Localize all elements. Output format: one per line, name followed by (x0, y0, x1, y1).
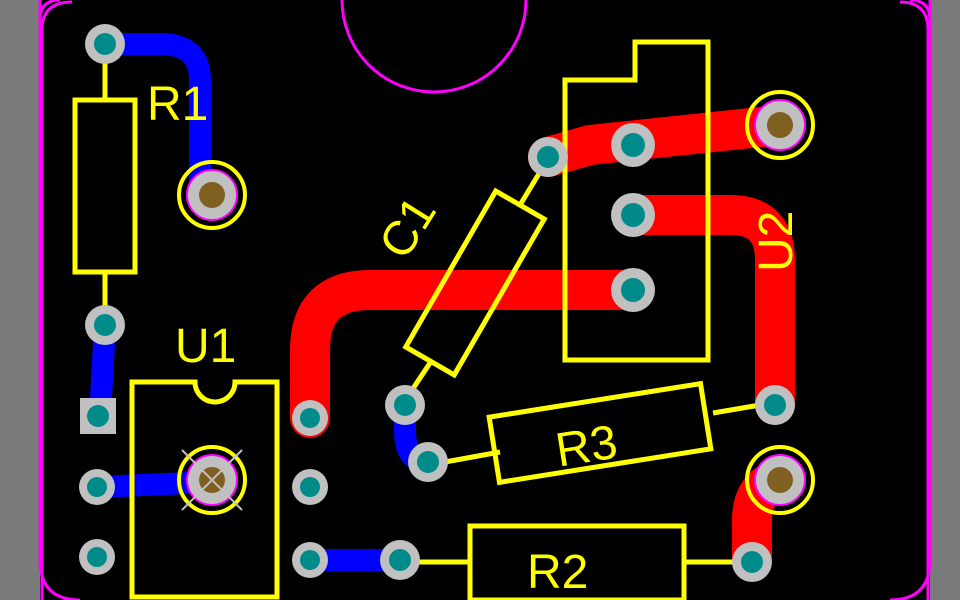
trace-u2-pin2-to-r3 (613, 195, 795, 425)
board-edge (38, 0, 932, 600)
pad-r3-mount (745, 445, 815, 515)
pad-u1-8 (292, 400, 328, 436)
c1-lead-bottom (409, 361, 433, 392)
board-corner-left (40, 0, 73, 31)
pad-r3-1 (408, 442, 448, 482)
pad-r1-1 (85, 24, 125, 64)
trace-r1-top (94, 33, 223, 206)
pad-u2-2 (611, 193, 655, 237)
component-pads (79, 24, 795, 582)
trace-u2-pin3-to-u1 (290, 270, 653, 438)
large-pads (177, 90, 815, 515)
silkscreen-layer (72, 39, 761, 600)
pad-r1-2 (85, 305, 125, 345)
c1-body (402, 187, 548, 379)
r3-designator: R3 (552, 416, 621, 478)
pad-u1-6 (292, 542, 328, 578)
u1-outline (129, 379, 280, 600)
pad-u2-mount (745, 90, 815, 160)
pad-u1-1 (80, 398, 116, 434)
pad-u1-mount (177, 445, 247, 515)
pad-u1-7 (292, 469, 328, 505)
r3-lead-left (444, 449, 501, 465)
pad-u2-3 (611, 268, 655, 312)
pad-c1-1 (528, 137, 568, 177)
board-cutout-arc (340, 0, 528, 94)
r3-body (486, 380, 714, 486)
pad-c1-2 (385, 385, 425, 425)
pad-r3-2 (755, 385, 795, 425)
pad-r2-1 (380, 540, 420, 580)
r2-designator: R2 (527, 546, 588, 599)
pad-r1-mount (177, 160, 247, 230)
u2-designator: U2 (750, 211, 803, 272)
u2-outline (562, 39, 711, 363)
board-corner-right (899, 0, 930, 31)
c1-lead-top (517, 170, 543, 207)
pad-u1-3 (79, 539, 115, 575)
pad-u2-1 (611, 123, 655, 167)
pad-u1-2 (79, 469, 115, 505)
r1-designator: R1 (147, 78, 208, 131)
u1-designator: U1 (175, 320, 236, 373)
r3-lead-right (712, 402, 761, 416)
pad-r2-2 (732, 542, 772, 582)
